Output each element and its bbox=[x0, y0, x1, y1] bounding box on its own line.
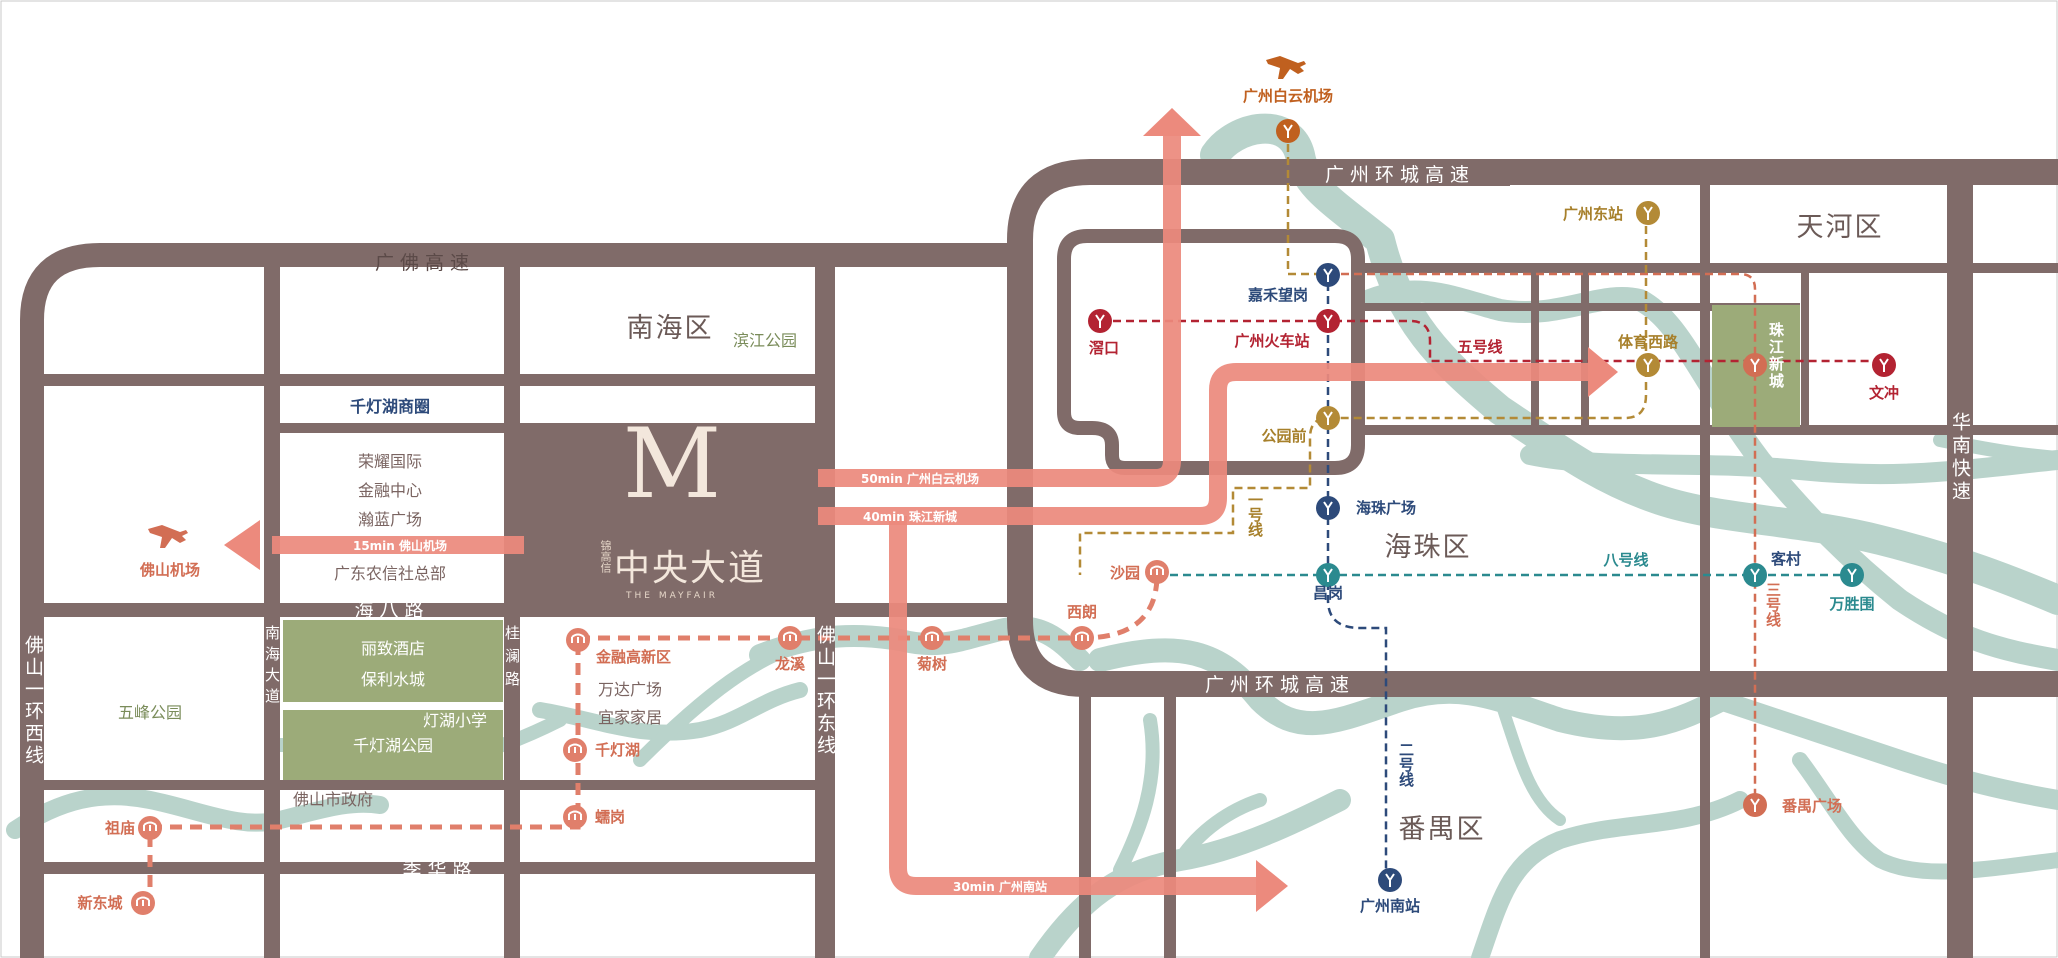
place-nongxin: 广东农信社总部 bbox=[334, 564, 446, 583]
arrow-head-up bbox=[1143, 108, 1201, 136]
place-denghu-school: 灯湖小学 bbox=[423, 711, 487, 730]
park-block-lizhi bbox=[283, 620, 503, 702]
road-label-jihua: 季华路 bbox=[402, 859, 477, 881]
station-gongyuanqian: 公园前 bbox=[1261, 427, 1306, 445]
road-label-ring-top: 广州环城高速 bbox=[1325, 164, 1475, 186]
place-wufeng-park: 五峰公园 bbox=[118, 703, 182, 722]
foshan-metro-station-glyphs bbox=[136, 565, 1164, 906]
gz-metro-lines bbox=[1078, 131, 1880, 880]
road-label-foshan-west: 佛山一环西线 bbox=[22, 635, 44, 767]
station-wenchong: 文冲 bbox=[1869, 384, 1899, 402]
station-xikou: 滘口 bbox=[1089, 339, 1119, 357]
mayfair-logo: M 锦高信 中央大道 THE MAYFAIR bbox=[599, 408, 766, 601]
gz-metro-station-markers bbox=[1088, 119, 1896, 892]
station-panyu-square: 番禺广场 bbox=[1781, 797, 1842, 815]
place-wanda: 万达广场 bbox=[598, 680, 662, 699]
road-network bbox=[20, 159, 2058, 958]
metro-line-2-label: 二号线 bbox=[1397, 742, 1415, 787]
place-rongyao: 荣耀国际 bbox=[358, 452, 422, 471]
road-label-ring-bottom: 广州环城高速 bbox=[1205, 674, 1355, 696]
station-gz-east: 广州东站 bbox=[1563, 205, 1623, 223]
station-xindongcheng: 新东城 bbox=[77, 894, 122, 912]
road-label-huanan: 华南快速 bbox=[1949, 412, 1971, 504]
metro-line-5-label: 五号线 bbox=[1457, 338, 1502, 356]
district-nanhai: 南海区 bbox=[627, 313, 714, 344]
station-wanshengwei: 万胜围 bbox=[1828, 595, 1874, 613]
station-xilang: 西朗 bbox=[1067, 603, 1097, 621]
arrow-head-right-lower bbox=[1256, 860, 1288, 912]
travel-routes bbox=[272, 132, 1592, 895]
metro-line-1-label: 一号线 bbox=[1246, 492, 1264, 537]
station-haizhu-square: 海珠广场 bbox=[1356, 499, 1416, 517]
route-label-zhujiang: 40min 珠江新城 bbox=[863, 509, 957, 524]
station-gz-train: 广州火车站 bbox=[1234, 332, 1309, 350]
station-longxi: 龙溪 bbox=[774, 655, 806, 673]
place-yijia: 宜家家居 bbox=[598, 708, 662, 727]
route-arrowheads bbox=[224, 108, 1618, 912]
place-binjiang-park: 滨江公园 bbox=[733, 331, 797, 350]
place-qiandenghu-park: 千灯湖公园 bbox=[353, 736, 433, 755]
route-label-foshan-airport: 15min 佛山机场 bbox=[353, 538, 447, 553]
logo-brand-small: 锦高信 bbox=[599, 540, 612, 573]
station-leigang: 蠕岗 bbox=[595, 808, 625, 826]
station-kecun: 客村 bbox=[1770, 550, 1801, 568]
airport-label-foshan: 佛山机场 bbox=[139, 561, 200, 579]
station-jushu: 菊树 bbox=[917, 655, 947, 673]
district-haizhu: 海珠区 bbox=[1385, 532, 1472, 563]
metro-line-8-label: 八号线 bbox=[1602, 551, 1648, 569]
logo-name: 中央大道 bbox=[614, 548, 766, 589]
road-label-nanhai-ave: 南海大道 bbox=[263, 625, 281, 709]
gz-metro-station-glyphs bbox=[1095, 124, 1889, 887]
station-changgang: 昌岗 bbox=[1313, 584, 1343, 602]
park-block-qiandenghu bbox=[283, 710, 503, 780]
foshan-airport-icon bbox=[148, 525, 188, 548]
station-zumiao: 祖庙 bbox=[104, 819, 135, 837]
station-jiahe-wanggang: 嘉禾望岗 bbox=[1247, 286, 1308, 304]
road-label-foshan-east: 佛山一环东线 bbox=[814, 625, 836, 757]
baiyun-airport-icon bbox=[1266, 56, 1306, 79]
station-jinrong-gaoxinqu: 金融高新区 bbox=[595, 648, 671, 666]
road-label-guangfo: 广佛高速 bbox=[375, 252, 475, 274]
route-label-south-station: 30min 广州南站 bbox=[953, 879, 1047, 894]
place-lizhi: 丽致酒店 bbox=[361, 639, 425, 658]
logo-english: THE MAYFAIR bbox=[625, 591, 718, 601]
place-hanlan: 瀚蓝广场 bbox=[358, 510, 422, 529]
place-qiandenghu-shangquan: 千灯湖商圈 bbox=[350, 397, 430, 416]
arrow-head-left bbox=[224, 520, 260, 570]
central-avenue-block bbox=[512, 428, 825, 610]
station-qiandenghu: 千灯湖 bbox=[595, 741, 640, 759]
place-jinrong-center: 金融中心 bbox=[358, 481, 422, 500]
place-baoli: 保利水城 bbox=[361, 670, 425, 689]
district-panyu: 番禺区 bbox=[1399, 814, 1486, 845]
arrow-head-right-upper bbox=[1588, 347, 1618, 397]
station-tiyu-xilu: 体育西路 bbox=[1618, 333, 1679, 351]
road-label-bg-ring-top bbox=[1290, 160, 1510, 186]
road-label-guilan: 桂澜路 bbox=[503, 625, 521, 694]
route-label-baiyun: 50min 广州白云机场 bbox=[861, 471, 979, 486]
station-shayuan: 沙园 bbox=[1110, 564, 1140, 582]
place-foshan-gov: 佛山市政府 bbox=[293, 790, 373, 809]
district-tianhe: 天河区 bbox=[1797, 212, 1884, 243]
road-label-haiba: 海八路 bbox=[354, 599, 429, 621]
logo-letter: M bbox=[623, 408, 721, 520]
place-zhujiang-newtown: 珠江新城 bbox=[1767, 322, 1785, 390]
airport-label-baiyun: 广州白云机场 bbox=[1243, 87, 1333, 105]
metro-line-3-label: 三号线 bbox=[1764, 582, 1782, 627]
station-gz-south: 广州南站 bbox=[1360, 897, 1420, 915]
